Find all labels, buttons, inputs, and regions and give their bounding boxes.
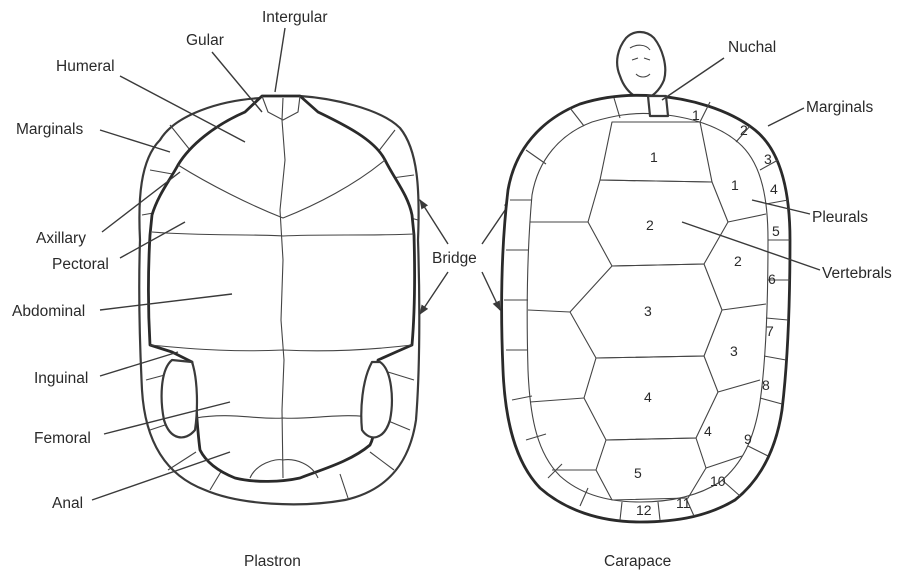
marginal-number-6: 6 [768, 271, 776, 287]
label-nuchal: Nuchal [728, 39, 776, 56]
marginal-number-2: 2 [740, 122, 748, 138]
vertebral-number-4: 4 [644, 389, 652, 405]
marginal-number-4: 4 [770, 181, 778, 197]
vertebral-number-3: 3 [644, 303, 652, 319]
leader-nuchal [662, 58, 724, 100]
pleural-number-4: 4 [704, 423, 712, 439]
carapace-drawing [502, 32, 790, 522]
label-carapace-marginals: Marginals [806, 99, 873, 116]
leader-carapace-marginals [768, 108, 804, 126]
nuchal-scute [648, 96, 668, 116]
label-axillary: Axillary [36, 230, 86, 247]
marginal-number-8: 8 [762, 377, 770, 393]
vertebral-number-1: 1 [650, 149, 658, 165]
label-gular: Gular [186, 32, 224, 49]
marginal-number-3: 3 [764, 151, 772, 167]
leader-intergular [275, 28, 285, 92]
pleural-number-3: 3 [730, 343, 738, 359]
label-inguinal: Inguinal [34, 370, 88, 387]
vertebral-number-2: 2 [646, 217, 654, 233]
marginal-number-10: 10 [710, 473, 726, 489]
label-pectoral: Pectoral [52, 256, 109, 273]
label-abdominal: Abdominal [12, 303, 85, 320]
label-humeral: Humeral [56, 58, 115, 75]
marginal-number-9: 9 [744, 431, 752, 447]
label-plastron-marginals: Marginals [16, 121, 83, 138]
marginal-number-1: 1 [692, 107, 700, 123]
marginal-number-5: 5 [772, 223, 780, 239]
label-pleurals: Pleurals [812, 209, 868, 226]
label-intergular: Intergular [262, 9, 327, 26]
caption-carapace: Carapace [604, 553, 671, 570]
pleural-number-1: 1 [731, 177, 739, 193]
turtle-head [617, 32, 665, 100]
label-vertebrals: Vertebrals [822, 265, 892, 282]
bridge-arrow-plastron-down [420, 272, 448, 314]
pleural-number-2: 2 [734, 253, 742, 269]
bridge-arrow-carapace-down [482, 272, 500, 310]
marginal-number-7: 7 [766, 323, 774, 339]
label-bridge: Bridge [432, 250, 477, 267]
bridge-arrow-plastron-up [420, 200, 448, 244]
label-anal: Anal [52, 495, 83, 512]
marginal-number-12: 12 [636, 502, 652, 518]
caption-plastron: Plastron [244, 553, 301, 570]
vertebral-number-5: 5 [634, 465, 642, 481]
label-femoral: Femoral [34, 430, 91, 447]
marginal-number-11: 11 [676, 495, 691, 511]
left-hind-limb-opening [162, 360, 197, 437]
